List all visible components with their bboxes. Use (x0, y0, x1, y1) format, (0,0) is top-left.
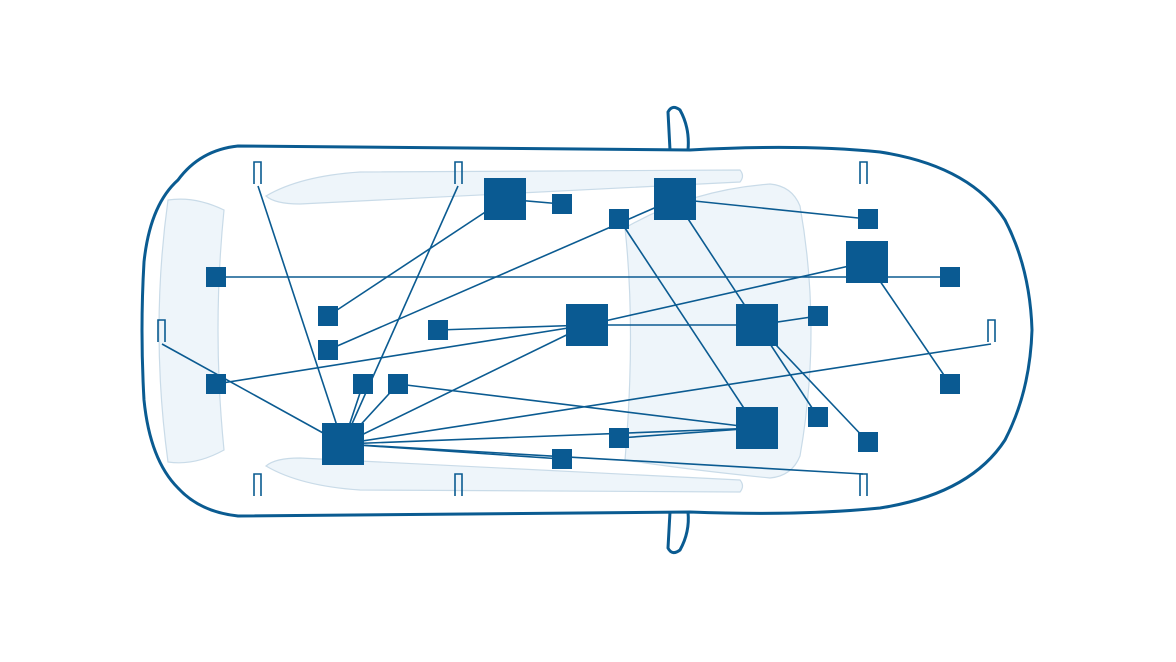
bracket-rear-bottom-left (253, 473, 262, 496)
wire-hub-b_rc (161, 343, 344, 445)
sensor-node-s10 (206, 374, 226, 394)
bracket-rear-center (157, 319, 166, 342)
sensor-node-s15 (609, 428, 629, 448)
sensor-node-s2 (609, 209, 629, 229)
wire-hub-n3 (342, 324, 588, 445)
mirror-right (666, 510, 690, 555)
wire-hub-b_rtr (342, 185, 459, 445)
windshield (624, 183, 812, 479)
wire-n1-s6 (327, 198, 506, 317)
sensor-node-s17 (552, 449, 572, 469)
bracket-front-bottom (859, 473, 868, 496)
ecu-node-n4 (736, 304, 778, 346)
ecu-node-hub (322, 423, 364, 465)
wire-hub-n6 (342, 427, 758, 445)
sensor-node-s11 (353, 374, 373, 394)
wire-hub-b_fb (342, 443, 864, 475)
sensor-node-s9 (808, 306, 828, 326)
ecu-node-n6 (736, 407, 778, 449)
wire-s8-n3 (437, 324, 588, 331)
bracket-front-center (987, 319, 996, 342)
wire-s2-n6 (618, 218, 758, 429)
ecu-node-n3 (566, 304, 608, 346)
wire-s10-n3 (215, 324, 588, 385)
network-nodes (206, 178, 960, 469)
wire-hub-b_fc (342, 343, 992, 445)
side-window-bottom (264, 457, 744, 493)
bracket-rear-top-left (253, 161, 262, 184)
sensor-brackets (157, 161, 996, 496)
wire-n2-s3 (674, 198, 869, 220)
sensor-node-s5 (940, 267, 960, 287)
bracket-front-top (859, 161, 868, 184)
sensor-node-s8 (428, 320, 448, 340)
sensor-node-s7 (318, 340, 338, 360)
bracket-rear-bottom-right (454, 473, 463, 496)
sensor-node-s1 (552, 194, 572, 214)
ecu-node-n2 (654, 178, 696, 220)
sensor-node-s14 (808, 407, 828, 427)
wire-s15-n6 (618, 427, 758, 439)
rear-window (158, 198, 225, 464)
sensor-node-s12 (388, 374, 408, 394)
mirror-left (666, 105, 690, 152)
sensor-node-s6 (318, 306, 338, 326)
sensor-node-s16 (858, 432, 878, 452)
wire-s12-n6 (397, 383, 758, 429)
ecu-node-n5 (846, 241, 888, 283)
ecu-node-n1 (484, 178, 526, 220)
sensor-node-s13 (940, 374, 960, 394)
bracket-rear-top-right (454, 161, 463, 184)
wire-hub-b_rtl (257, 185, 344, 445)
sensor-node-s3 (858, 209, 878, 229)
sensor-node-s4 (206, 267, 226, 287)
wire-n3-n5 (586, 261, 868, 326)
network-wires (161, 185, 992, 475)
